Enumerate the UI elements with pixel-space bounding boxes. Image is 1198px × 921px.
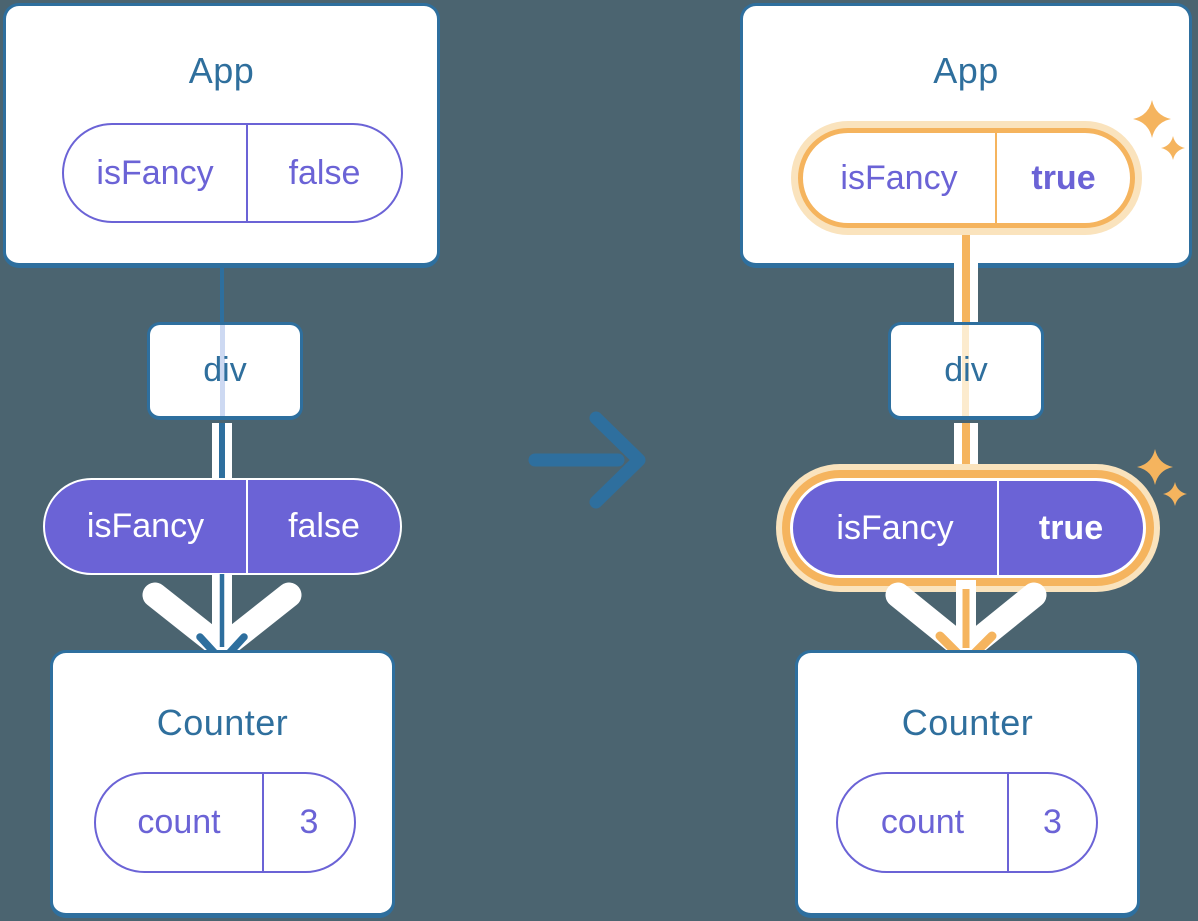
props-pipe: [212, 423, 232, 479]
state-name: count: [137, 803, 221, 841]
counter-title: Counter: [901, 702, 1034, 743]
context-provider-pill: isFancy false: [43, 478, 402, 575]
app-title: App: [933, 50, 999, 91]
app-state-pill: isFancy false: [62, 123, 403, 223]
down-arrow-icon: [142, 573, 302, 665]
div-label: div: [944, 351, 988, 389]
sparkles-icon: [1137, 449, 1187, 506]
counter-state-pill: count 3: [836, 772, 1098, 873]
transition-arrow-icon: [528, 411, 646, 509]
div-box: div: [888, 322, 1044, 420]
counter-state-pill: count 3: [94, 772, 356, 873]
state-value: false: [246, 125, 401, 221]
app-state-pill: isFancy true: [798, 128, 1135, 228]
context-line-through-div: [962, 325, 969, 416]
context-line-through-div: [220, 325, 225, 416]
state-value: true: [995, 133, 1130, 223]
context-provider-pill: isFancy true: [790, 478, 1146, 578]
div-box: div: [147, 322, 303, 420]
app-title: App: [188, 50, 255, 91]
state-name: isFancy: [96, 153, 214, 192]
provider-value: false: [246, 480, 400, 573]
counter-title: Counter: [156, 702, 289, 743]
context-pipe: [954, 235, 978, 324]
sparkles-icon: [1133, 100, 1185, 160]
state-name: count: [880, 803, 965, 841]
context-pipe: [954, 423, 978, 479]
state-name: isFancy: [840, 158, 958, 197]
state-value: 3: [1007, 774, 1096, 871]
div-label: div: [203, 351, 247, 389]
provider-name: isFancy: [86, 507, 205, 545]
provider-name: isFancy: [836, 508, 954, 547]
provider-value: true: [997, 481, 1143, 575]
app-to-div-connector: [220, 266, 224, 324]
state-value: 3: [262, 774, 354, 871]
